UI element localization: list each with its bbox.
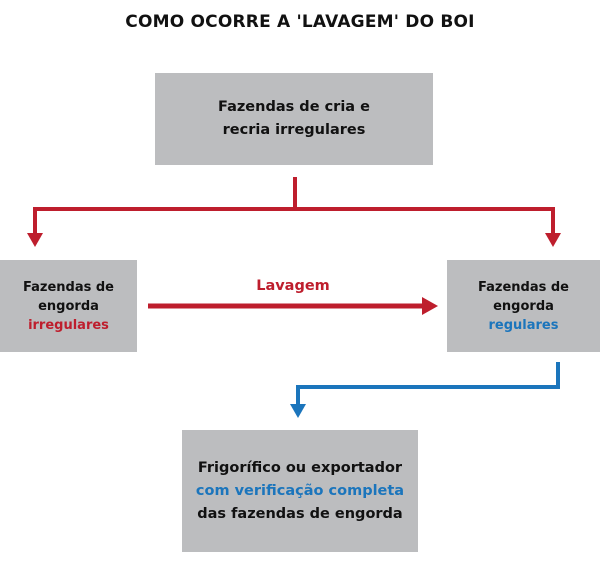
blue-arrowhead xyxy=(290,404,306,418)
box-text-irregulares: irregulares xyxy=(28,317,109,333)
box-frigorifico: Frigorífico ou exportador com verificaçã… xyxy=(182,430,418,552)
split-arrow xyxy=(33,177,555,234)
arrowhead-right xyxy=(545,233,561,247)
box-text: recria irregulares xyxy=(222,122,366,138)
arrowhead-left xyxy=(27,233,43,247)
box-engorda-irregulares: Fazendas de engorda irregulares xyxy=(0,260,137,352)
lavagem-label: Lavagem xyxy=(256,278,330,294)
box-text: das fazendas de engorda xyxy=(197,505,403,522)
box-text: Fazendas de engorda xyxy=(478,279,569,314)
lavagem-arrowhead xyxy=(422,297,438,315)
box-text: Fazendas de engorda xyxy=(23,279,114,314)
box-fazendas-cria: Fazendas de cria e recria irregulares xyxy=(155,73,433,165)
box-text: Frigorífico ou exportador xyxy=(197,459,403,476)
box-text-regulares: regulares xyxy=(488,317,559,333)
box-engorda-regulares: Fazendas de engorda regulares xyxy=(447,260,600,352)
box-text-verificacao: com verificação completa xyxy=(195,482,405,499)
diagram-title: COMO OCORRE A 'LAVAGEM' DO BOI xyxy=(125,12,475,32)
box-text: Fazendas de cria e xyxy=(218,99,370,115)
blue-arrow-line xyxy=(296,362,560,405)
